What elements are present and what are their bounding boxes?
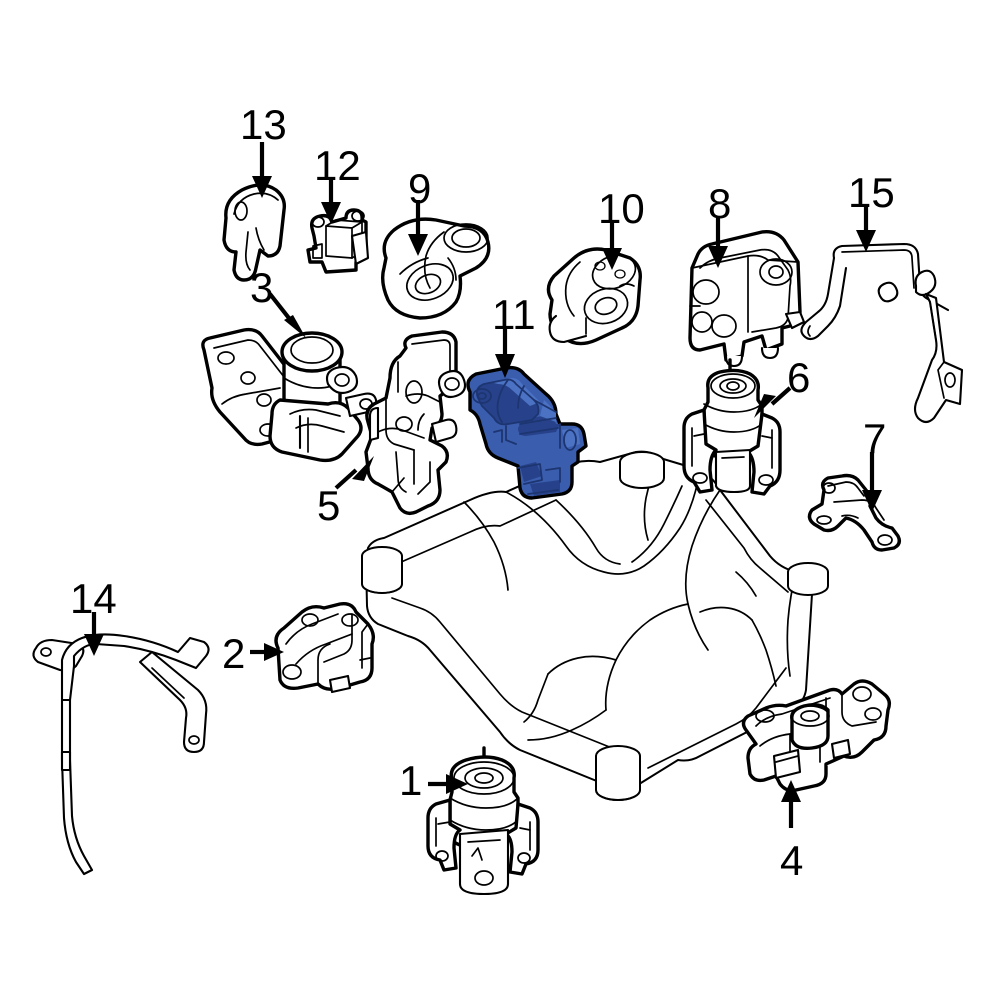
callout-label-3: 3 — [250, 264, 274, 311]
arrow-to-part-5 — [334, 456, 374, 490]
arrow-to-part-7 — [862, 452, 882, 512]
part-11-shape-highlighted — [466, 365, 588, 500]
part-4-shape — [741, 679, 892, 793]
subframe-bushing-post-bottom — [595, 745, 641, 801]
callout-label-11: 11 — [492, 291, 536, 338]
part-12-shape — [306, 208, 370, 274]
arrow-to-part-12 — [321, 178, 341, 224]
subframe-bushing-post-right — [787, 562, 829, 596]
callout-label-14: 14 — [70, 575, 117, 622]
part-13-shape — [222, 183, 287, 282]
subframe-bushing-post-left — [361, 546, 403, 594]
arrow-to-part-3 — [268, 292, 306, 338]
arrow-to-part-10 — [602, 222, 622, 270]
callout-label-6: 6 — [787, 354, 811, 401]
arrow-to-part-4 — [781, 780, 801, 828]
callout-label-15: 15 — [848, 169, 895, 216]
arrow-to-part-8 — [708, 218, 728, 268]
callout-label-4: 4 — [780, 837, 804, 884]
arrow-to-part-1 — [428, 774, 468, 794]
subframe-crossmember — [361, 450, 829, 801]
part-1-shape — [426, 746, 540, 896]
part-7-shape — [807, 473, 902, 552]
arrow-to-part-11 — [495, 326, 515, 378]
part-2-shape — [274, 601, 376, 694]
callout-label-12: 12 — [314, 142, 361, 189]
part-10-shape — [546, 247, 642, 346]
arrow-to-part-15 — [856, 206, 876, 252]
callout-label-10: 10 — [598, 185, 645, 232]
callout-label-5: 5 — [317, 482, 341, 529]
part-3-shape — [201, 327, 378, 463]
callout-label-13: 13 — [240, 101, 287, 148]
arrow-to-part-6 — [754, 386, 792, 418]
part-6-shape — [682, 358, 782, 496]
part-9-shape — [380, 217, 491, 320]
subframe-bushing-post-top — [619, 451, 665, 489]
callout-arrows — [84, 142, 882, 828]
part-14-shape — [32, 633, 210, 876]
arrow-to-part-13 — [252, 142, 272, 198]
callout-label-8: 8 — [708, 180, 732, 227]
callout-label-2: 2 — [222, 630, 246, 677]
part-15-shape — [800, 242, 964, 424]
arrow-to-part-2 — [250, 643, 284, 661]
arrow-to-part-14 — [84, 612, 104, 656]
part-5-shape — [364, 330, 467, 516]
arrow-to-part-9 — [408, 200, 428, 256]
callout-label-9: 9 — [408, 165, 432, 212]
part-8-shape — [688, 229, 806, 368]
callout-label-7: 7 — [863, 415, 887, 462]
callout-label-1: 1 — [399, 757, 423, 804]
